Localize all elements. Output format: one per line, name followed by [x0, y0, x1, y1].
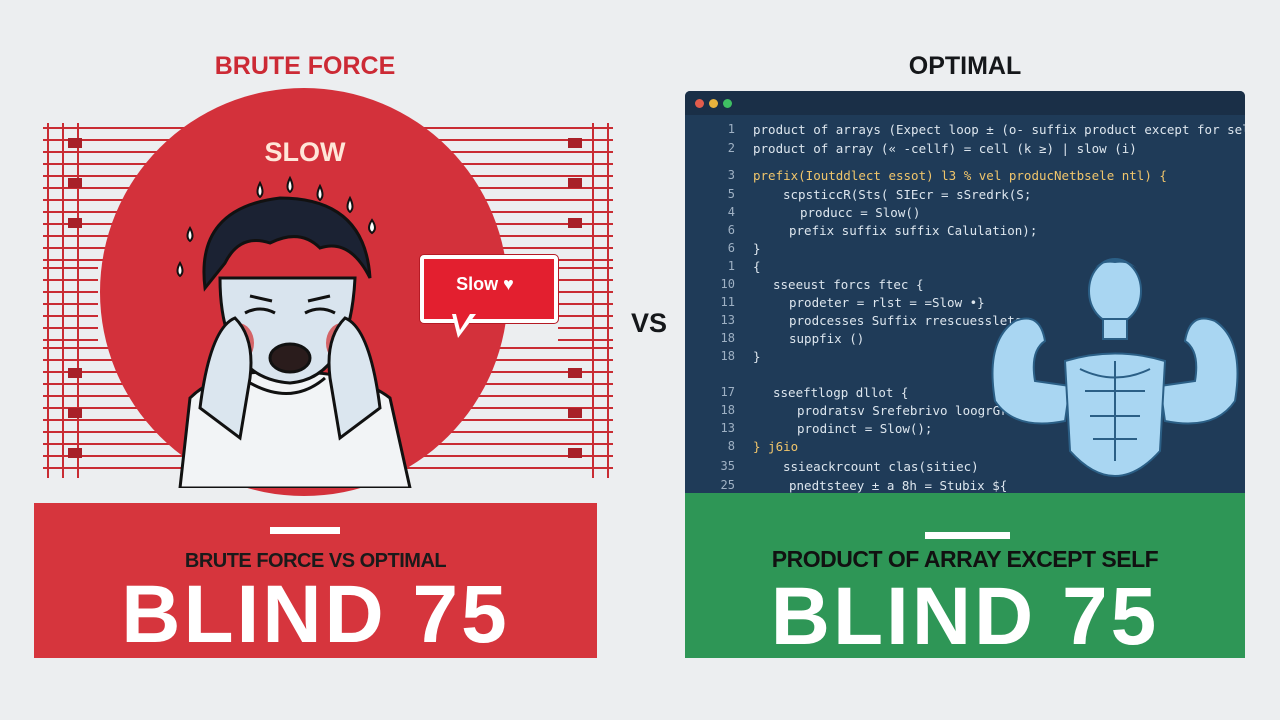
code-line: prefix suffix suffix Calulation); [789, 223, 1038, 238]
banner-divider-bar [270, 527, 340, 534]
code-line: sseeust forcs ftec { [773, 277, 924, 292]
line-number: 3 [727, 168, 735, 182]
code-line: } [753, 241, 761, 256]
code-line: } j6io [753, 439, 799, 454]
banner-subtitle: BRUTE FORCE VS OPTIMAL [184, 550, 447, 572]
code-line: } [753, 349, 761, 364]
line-number: 10 [720, 277, 735, 291]
line-number: 8 [727, 439, 735, 453]
code-line: producc = Slow() [800, 205, 921, 220]
code-line: suppfix () [789, 331, 865, 346]
muscular-man-icon [991, 258, 1239, 477]
line-number: 13 [720, 421, 735, 435]
line-number: 5 [727, 187, 735, 201]
vs-divider: VS [630, 308, 668, 338]
line-number: 35 [720, 459, 735, 473]
line-number: 13 [720, 313, 735, 327]
line-number: 18 [720, 349, 735, 363]
line-number: 18 [720, 403, 735, 417]
code-line: prodeter = rlst = =Slow •} [789, 295, 985, 310]
line-number: 2 [727, 141, 735, 155]
line-number: 4 [727, 205, 735, 219]
code-line: sseeftlogp dllot { [773, 385, 909, 400]
line-number: 25 [720, 478, 735, 492]
line-number: 11 [720, 295, 735, 309]
line-number: 6 [727, 241, 735, 255]
slow-speech-bubble [420, 255, 558, 323]
banner-title: BLIND 75 [770, 571, 1160, 662]
code-line: prodratsv Srefebrivo loogrGraoor [797, 403, 1038, 418]
stressed-programmer-icon [176, 175, 412, 488]
optimal-banner [685, 493, 1245, 658]
banner-title: BLIND 75 [121, 569, 510, 660]
line-number: 18 [720, 331, 735, 345]
code-line: product of array (« -cellf) = cell (k ≥)… [753, 141, 1137, 156]
line-number: 1 [727, 259, 735, 273]
speech-bubble-tail-icon [452, 314, 476, 338]
code-line: pnedtsteey ± a 8h = Stubix ${ [789, 478, 1008, 493]
brute-force-heading: BRUTE FORCE [214, 52, 396, 80]
banner-divider-bar [925, 532, 1010, 539]
minimize-dot-icon [709, 99, 718, 108]
code-line: prodinct = Slow(); [797, 421, 933, 436]
maximize-dot-icon [723, 99, 732, 108]
code-line: ssieackrcount clas(sitiec) [783, 459, 979, 474]
heart-icon: ♥ [503, 274, 514, 294]
line-number: 1 [727, 122, 735, 136]
code-line: scpsticcR(Sts( SIEcr = sSredrk(S; [783, 187, 1032, 202]
line-number: 6 [727, 223, 735, 237]
code-line: { [753, 259, 761, 274]
close-dot-icon [695, 99, 704, 108]
slow-label: SLOW [264, 137, 346, 167]
bubble-text: Slow [456, 274, 499, 294]
code-line: prodcesses Suffix rrescuesslets [789, 313, 1023, 328]
optimal-heading: OPTIMAL [908, 52, 1022, 80]
code-editor-window: 1 product of arrays (Expect loop ± (o- s… [685, 91, 1245, 501]
code-line: prefix(Ioutddlect essot) l3 % vel produc… [753, 168, 1167, 183]
bubble-label: Slow ♥ [424, 274, 546, 295]
editor-titlebar [685, 91, 1245, 115]
line-number: 17 [720, 385, 735, 399]
code-line: product of arrays (Expect loop ± (o- suf… [753, 122, 1245, 137]
banner-subtitle: PRODUCT OF ARRAY EXCEPT SELF [771, 546, 1159, 572]
